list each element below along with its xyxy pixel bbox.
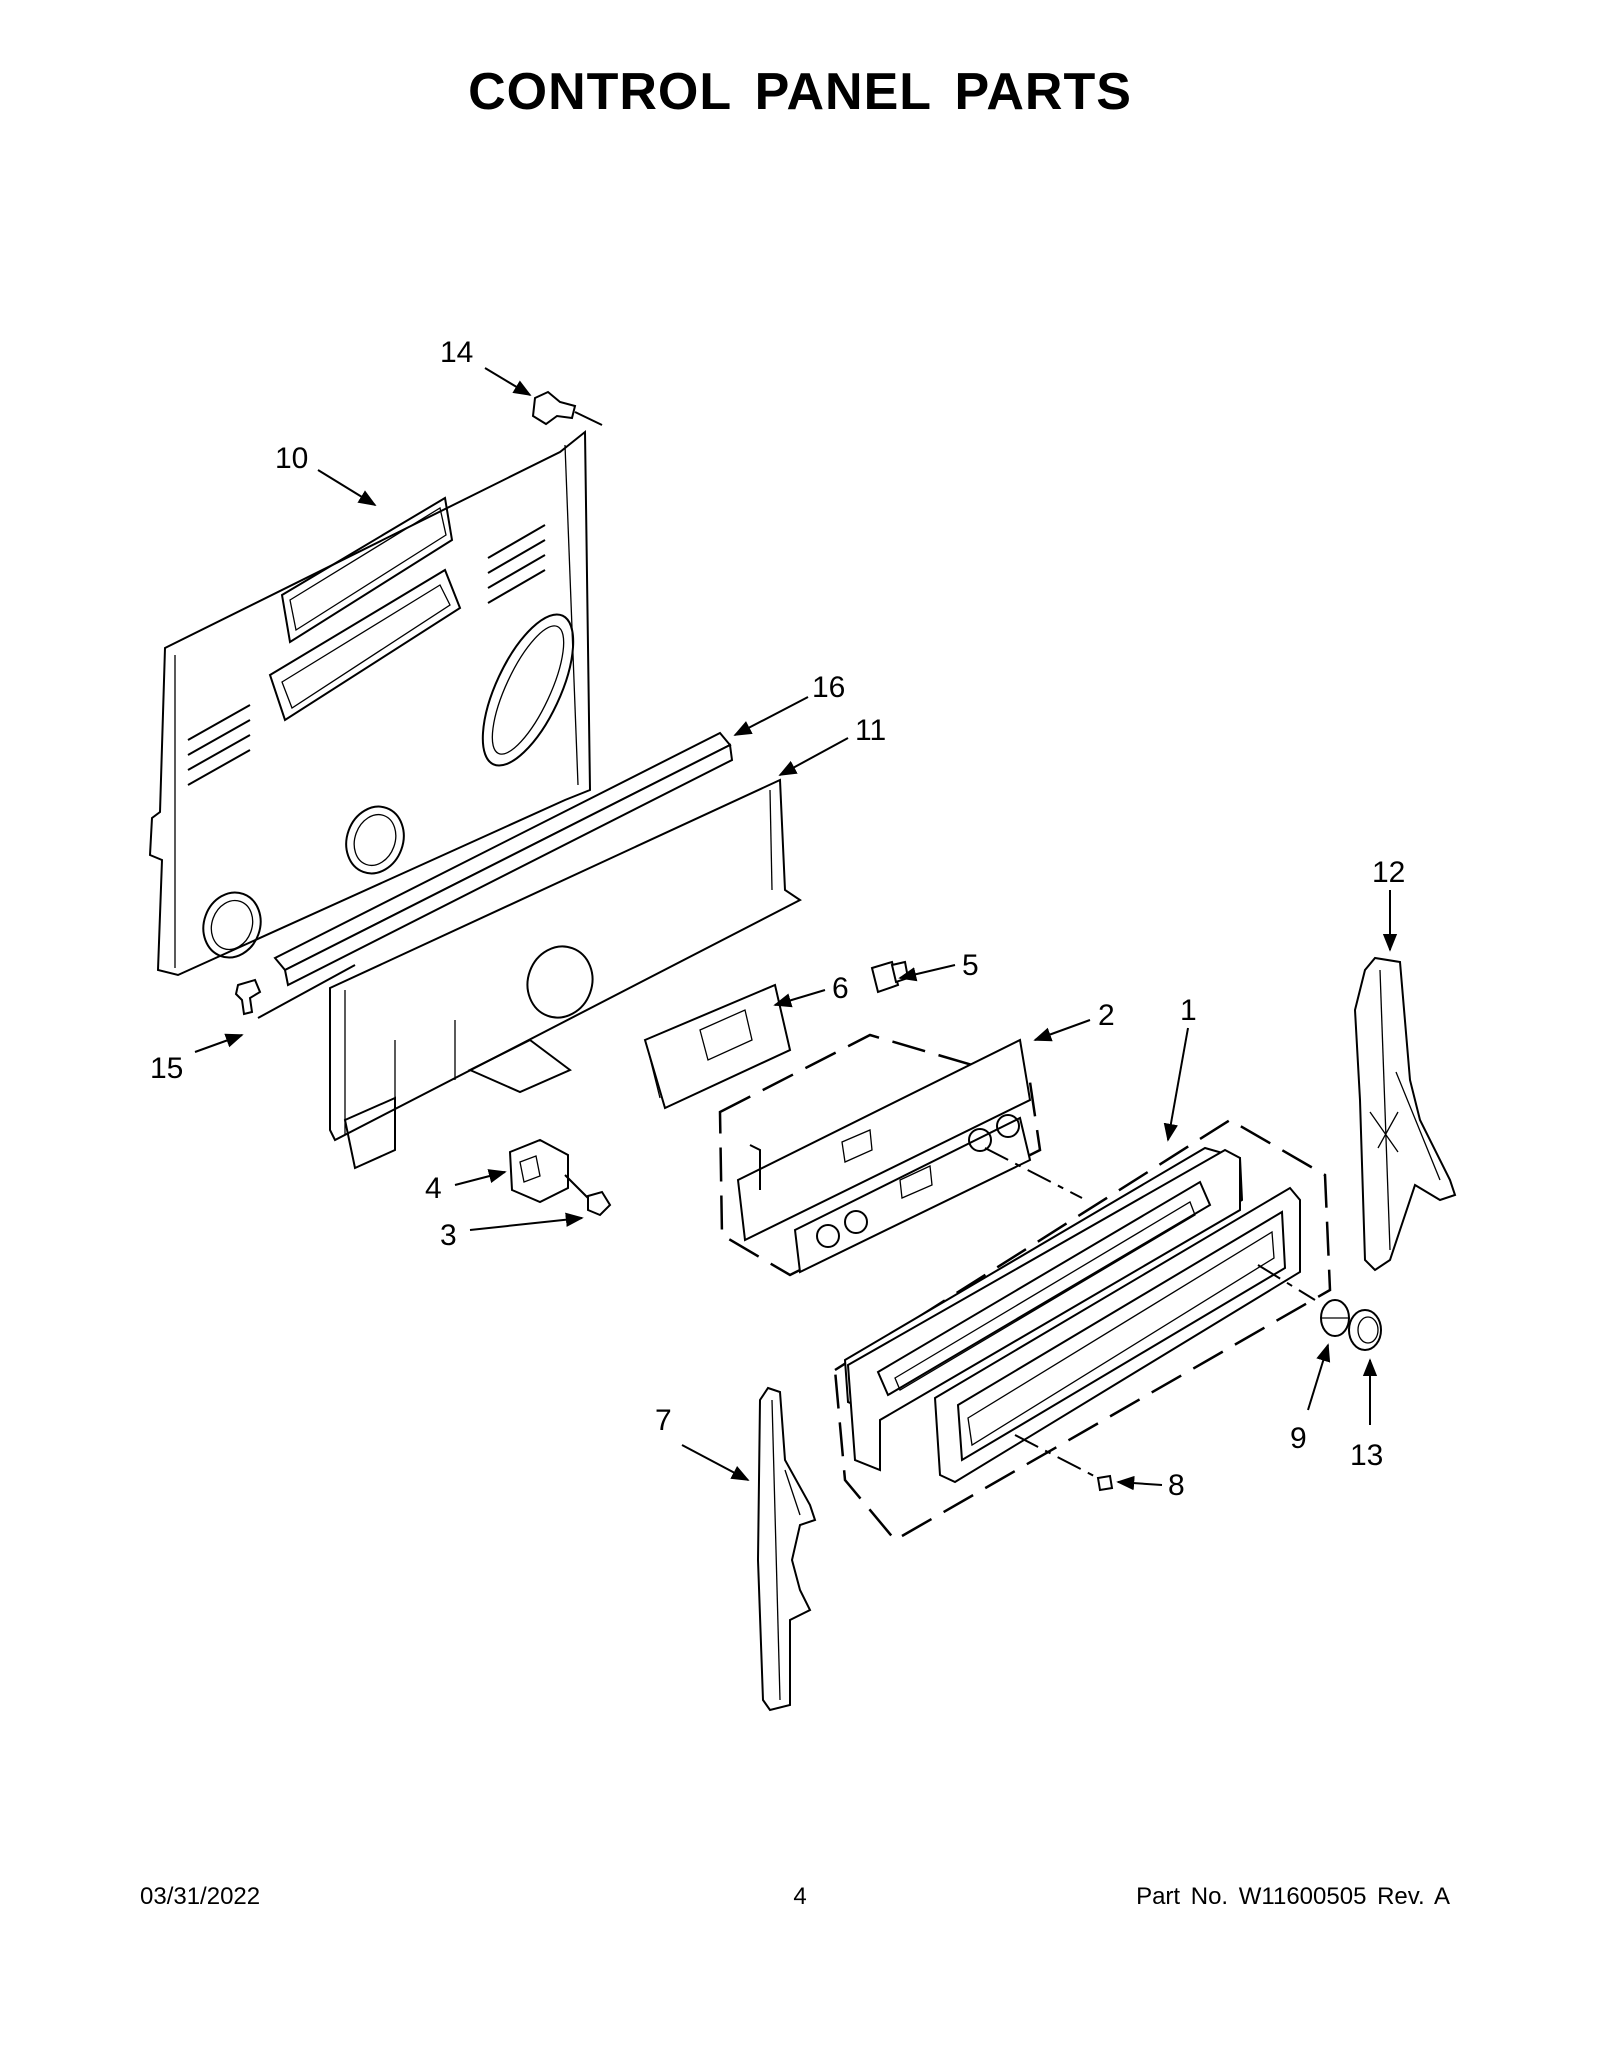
callout-11: 11 xyxy=(855,714,886,747)
callout-3: 3 xyxy=(440,1219,457,1252)
callout-7: 7 xyxy=(655,1404,672,1437)
knob-part-13 xyxy=(1348,1309,1382,1351)
screw-part-8 xyxy=(1096,1474,1114,1492)
console-overlay xyxy=(933,1147,1316,1484)
trim-strip-part-16 xyxy=(273,731,734,987)
screw-part-3 xyxy=(564,1174,612,1217)
end-cap-part-12 xyxy=(1353,956,1457,1272)
knob-part-9 xyxy=(1320,1299,1350,1337)
callout-15: 15 xyxy=(150,1052,183,1085)
footer-part-number: Part No. W11600505 Rev. A xyxy=(1136,1883,1450,1910)
callout-8: 8 xyxy=(1168,1469,1185,1502)
callout-6: 6 xyxy=(832,972,849,1005)
screw-part-14 xyxy=(531,390,603,426)
callout-labels: 14 10 16 11 12 5 6 2 1 15 4 3 7 8 9 13 xyxy=(150,336,1405,1502)
leader-lines xyxy=(194,367,1398,1491)
callout-14: 14 xyxy=(440,336,473,369)
switch-part-4 xyxy=(508,1138,569,1204)
callout-10: 10 xyxy=(275,442,308,475)
footer-date: 03/31/2022 xyxy=(140,1883,261,1910)
callout-1: 1 xyxy=(1180,994,1197,1027)
callout-12: 12 xyxy=(1372,856,1405,889)
console-frame-part-1 xyxy=(833,1118,1332,1542)
footer-page-number: 4 xyxy=(793,1883,807,1910)
callout-13: 13 xyxy=(1350,1439,1383,1472)
control-board-part-6 xyxy=(643,983,792,1110)
callout-2: 2 xyxy=(1098,999,1115,1032)
callout-9: 9 xyxy=(1290,1422,1307,1455)
callout-16: 16 xyxy=(812,671,845,704)
bracket-part-11 xyxy=(329,778,802,1170)
end-cap-part-7 xyxy=(756,1386,817,1712)
callout-5: 5 xyxy=(962,949,979,982)
rear-panel-part-10 xyxy=(148,429,592,977)
screw-part-15 xyxy=(234,964,356,1019)
page-title: CONTROL PANEL PARTS xyxy=(468,63,1132,121)
console-assembly-part-2 xyxy=(718,1033,1042,1277)
callout-4: 4 xyxy=(425,1172,442,1205)
